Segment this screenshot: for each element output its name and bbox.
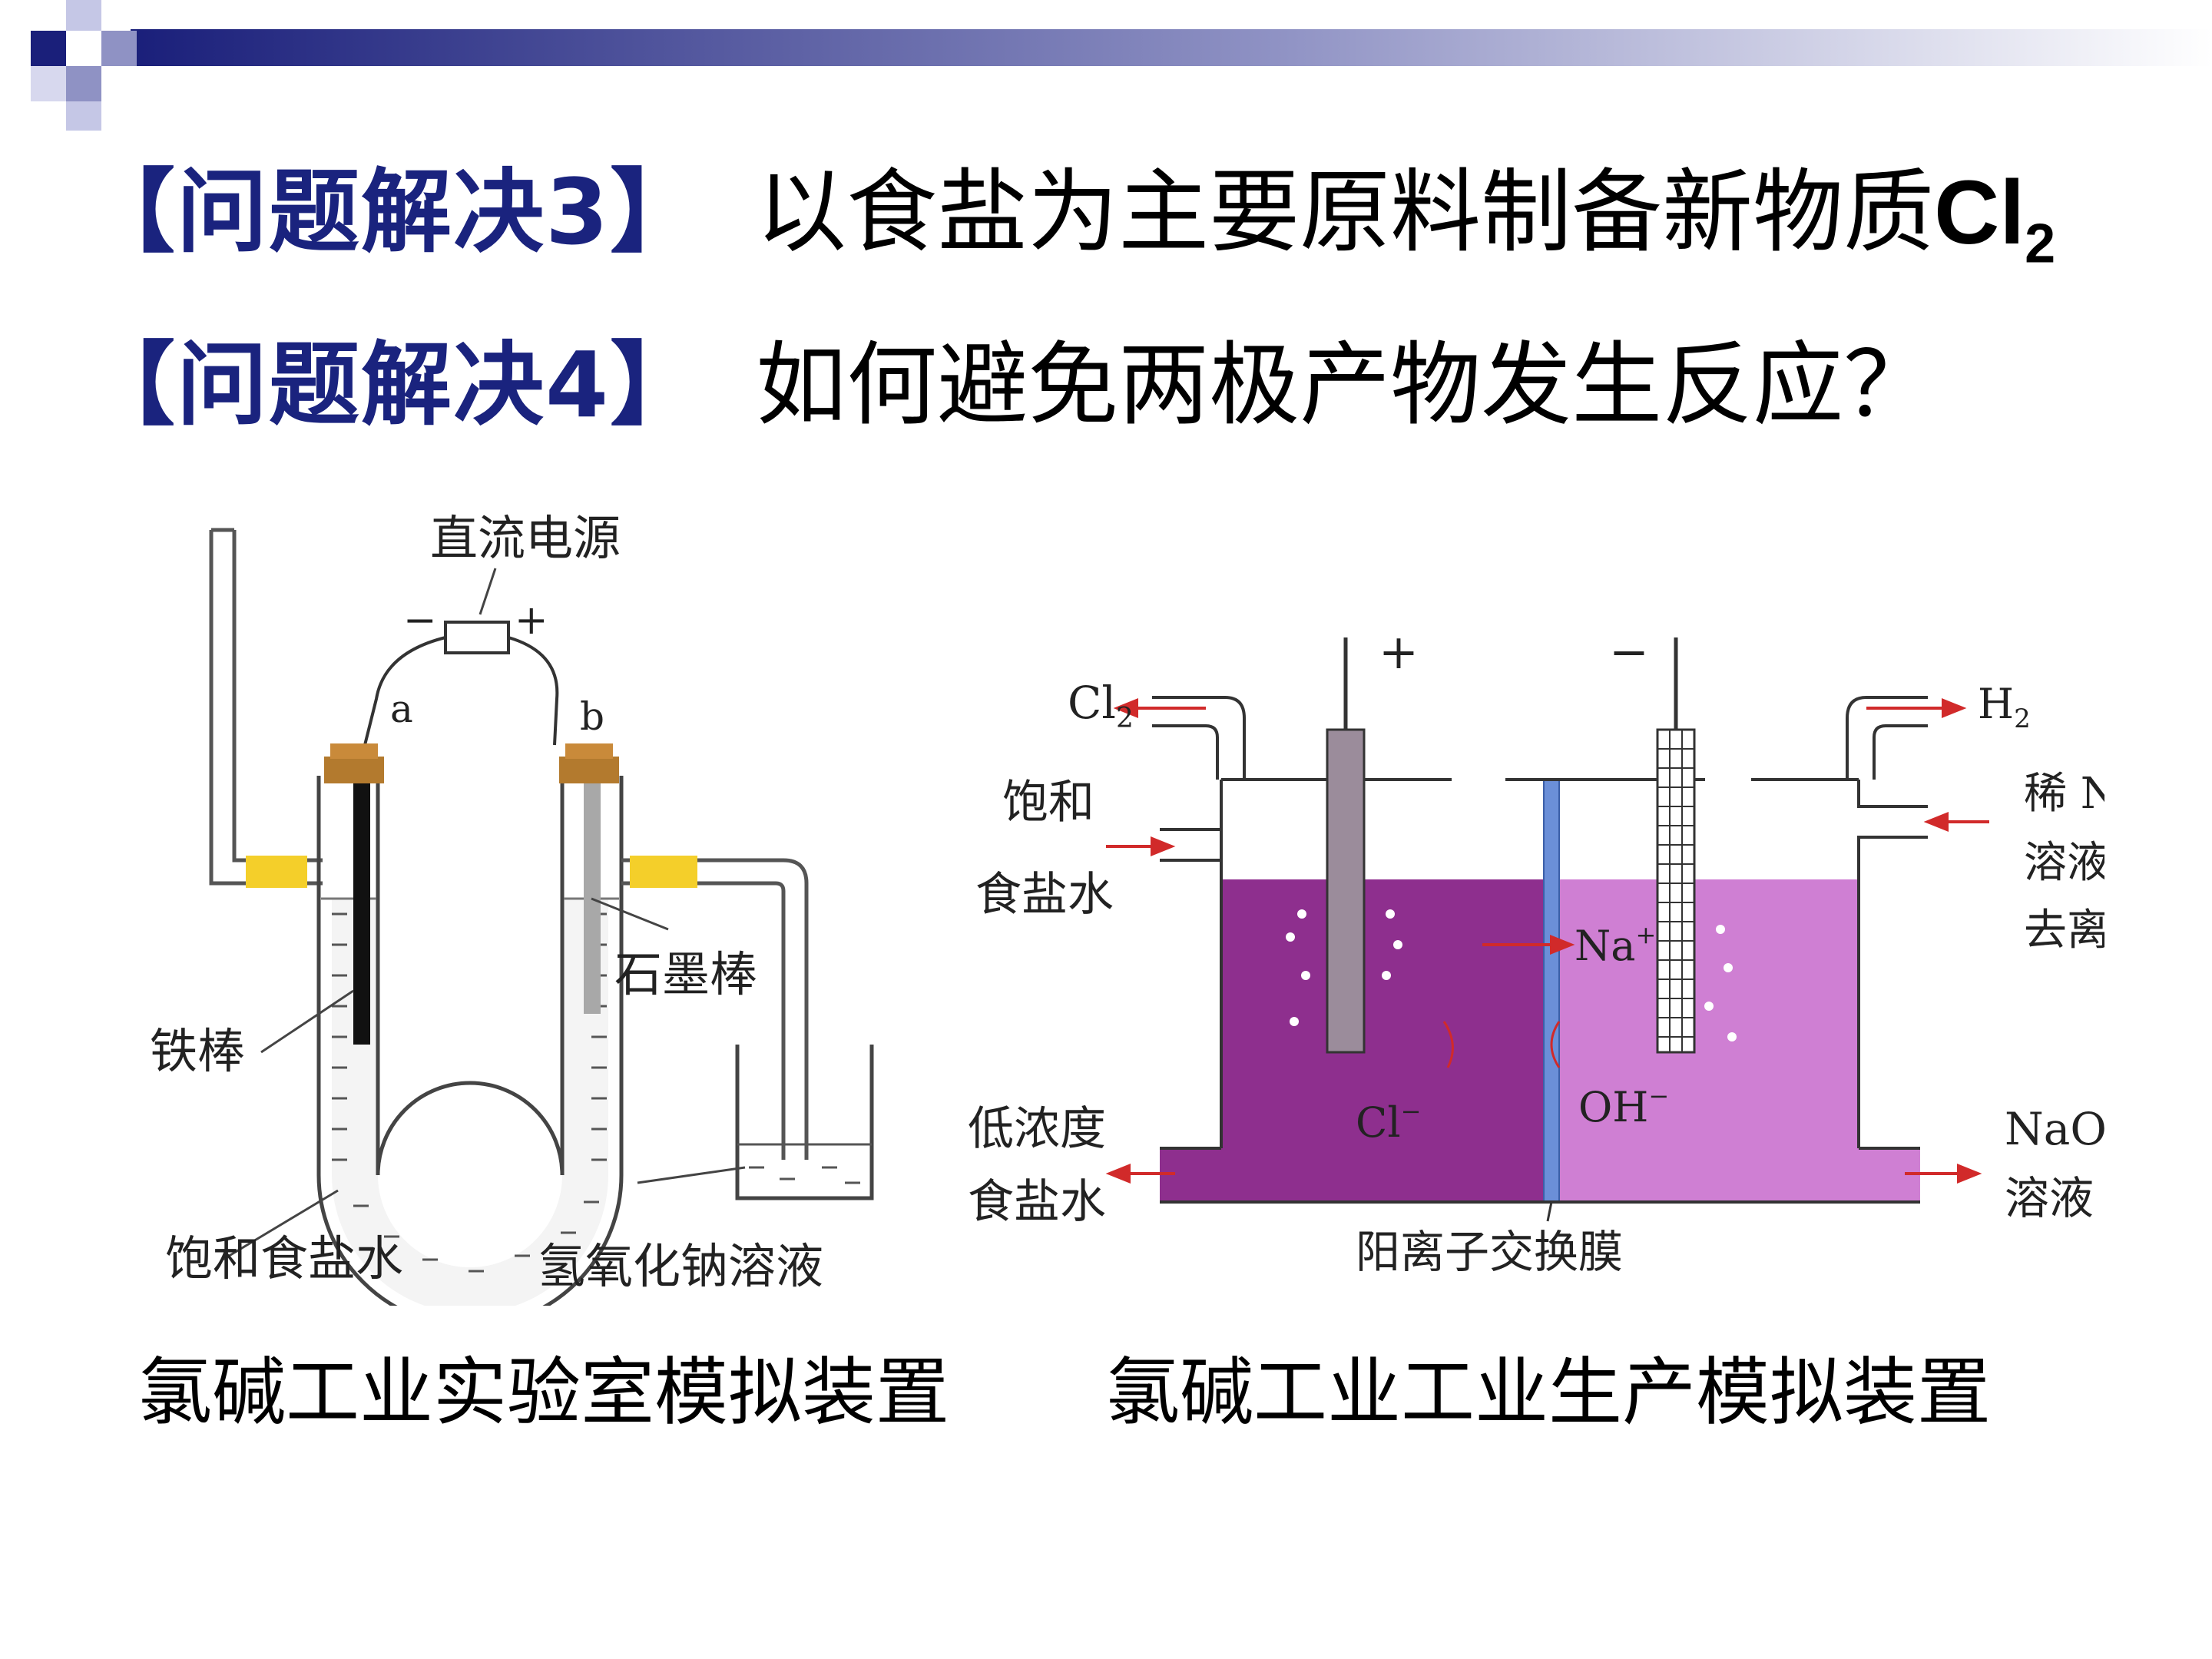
power-plus-sign: +	[515, 598, 548, 644]
iron-rod-label: 铁棒	[150, 1023, 245, 1079]
brine-inlet-label-2: 食盐水	[975, 868, 1114, 922]
lab-diagram-caption: 氯碱工业实验室模拟装置	[138, 1349, 949, 1435]
oh-ion-text: OH	[1578, 1083, 1648, 1131]
question-3-tag: 【问题解决3】	[84, 159, 703, 265]
question-3-line: 【问题解决3】 以食盐为主要原料制备新物质Cl2	[84, 138, 2055, 276]
battery-icon	[444, 621, 510, 654]
cation-exchange-membrane	[1543, 779, 1560, 1203]
cathode-mesh	[1656, 728, 1696, 1054]
anode-chamber-liquid	[1221, 879, 1544, 1202]
h2-text: H	[1978, 680, 2014, 728]
h2-subscript: 2	[2014, 704, 2031, 734]
brine-label: 饱和食盐水	[165, 1230, 403, 1286]
low-brine-label-1: 低浓度	[968, 1102, 1106, 1156]
cathode-chamber-liquid	[1559, 879, 1859, 1202]
cl2-text: Cl	[1068, 677, 1116, 729]
question-3-subscript: 2	[2025, 213, 2056, 275]
dilute-naoh-label-3: 去离子水）	[2024, 906, 2104, 955]
left-rubber-tube	[246, 856, 307, 888]
naoh-outlet-label-2: 溶液	[2005, 1172, 2094, 1224]
na-ion-charge: +	[1635, 920, 1656, 949]
question-3-text: 以食盐为主要原料制备新物质Cl2	[756, 138, 2055, 276]
anode-plus-sign: +	[1379, 624, 1419, 680]
lab-apparatus-diagram: 直流电源 − + a b 石墨棒	[150, 510, 874, 1306]
question-3-body: 以食盐为主要原料制备新物质	[756, 159, 1935, 265]
gas-bubbles	[1286, 909, 1737, 1041]
graphite-rod-label: 石墨棒	[614, 946, 757, 1002]
right-rubber-tube	[630, 856, 697, 888]
left-stopper	[324, 757, 384, 783]
membrane-label: 阳离子交换膜	[1356, 1226, 1623, 1278]
cl2-subscript: 2	[1116, 703, 1134, 734]
cathode-minus-sign: −	[1609, 624, 1649, 680]
question-4-text: 如何避免两极产物发生反应？	[756, 332, 1935, 438]
industrial-diagram-caption: 氯碱工业工业生产模拟装置	[1106, 1349, 1991, 1435]
cl2-outlet-label: Cl2	[1068, 677, 1134, 734]
oh-ion-label: OH−	[1578, 1081, 1669, 1131]
question-4-tag: 【问题解决4】	[84, 332, 703, 438]
naoh-outlet-label-1: NaOH	[2005, 1103, 2104, 1155]
brine-inlet-label-1: 饱和	[1002, 776, 1094, 830]
header-decoration	[31, 0, 2212, 131]
anode-rod	[1326, 728, 1366, 1054]
power-supply-label: 直流电源	[430, 510, 621, 566]
dilute-naoh-label-1: 稀 NaOH	[2024, 769, 2104, 819]
naoh-solution-label: 氢氧化钠溶液	[538, 1238, 823, 1294]
right-stopper	[559, 757, 619, 783]
h2-outlet-label: H2	[1978, 680, 2031, 734]
electrode-b-label: b	[580, 694, 604, 739]
question-3-formula: Cl	[1934, 162, 2025, 263]
industrial-cell-diagram: + − Cl2 H2 饱和 食盐水 稀 NaOH 溶液（或 去离子水） Na+ …	[968, 624, 2104, 1278]
na-ion-text: Na	[1575, 922, 1635, 970]
cl-ion-text: Cl	[1356, 1098, 1401, 1147]
electrode-a-label: a	[390, 687, 413, 731]
oh-ion-charge: −	[1648, 1081, 1669, 1111]
question-4-line: 【问题解决4】 如何避免两极产物发生反应？	[84, 311, 1934, 442]
cl-ion-label: Cl−	[1356, 1097, 1421, 1147]
beaker	[735, 1045, 874, 1200]
na-ion-label: Na+	[1575, 920, 1656, 970]
power-minus-sign: −	[403, 598, 437, 644]
cl-ion-charge: −	[1401, 1097, 1422, 1126]
low-brine-label-2: 食盐水	[968, 1175, 1106, 1229]
dilute-naoh-label-2: 溶液（或	[2024, 838, 2104, 888]
iron-rod	[353, 783, 370, 1045]
